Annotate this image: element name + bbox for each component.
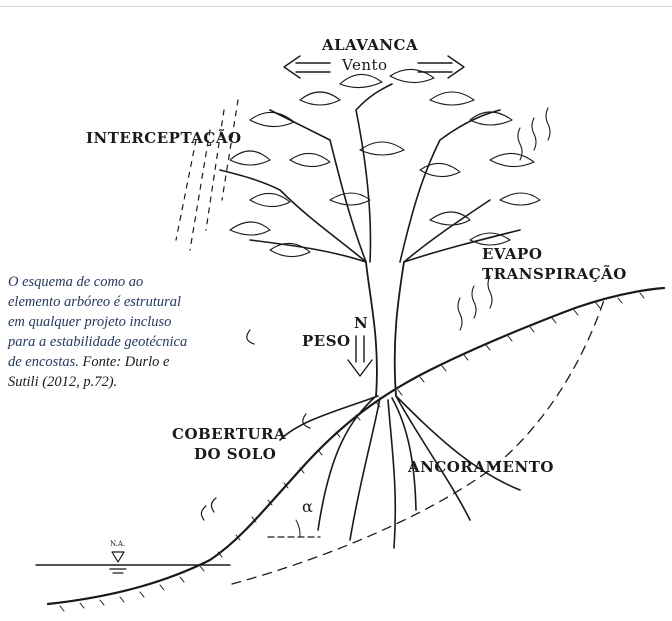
label-evapo: EVAPO — [482, 245, 542, 263]
tree-trunk — [366, 262, 404, 396]
alpha-angle-arc — [296, 520, 300, 537]
label-alavanca: ALAVANCA — [322, 36, 418, 54]
tree-branches — [220, 84, 520, 262]
label-vento: Vento — [342, 56, 388, 74]
water-level-marker — [110, 552, 126, 573]
slip-surface — [232, 300, 604, 584]
label-na: N.A. — [110, 540, 125, 548]
weight-arrow — [348, 336, 372, 376]
wind-arrow-left — [284, 56, 330, 78]
label-cobertura: COBERTURA — [172, 425, 286, 443]
figure-caption: O esquema de como ao elemento arbóreo é … — [8, 272, 198, 392]
evapotranspiration-waves — [458, 108, 550, 330]
tree-foliage — [230, 69, 540, 256]
wind-arrow-right — [418, 56, 464, 78]
label-do-solo: DO SOLO — [194, 445, 276, 463]
label-n: N — [354, 314, 368, 332]
label-ancoramento: ANCORAMENTO — [408, 458, 554, 476]
label-alpha: α — [302, 497, 313, 516]
label-interceptacao: INTERCEPTAÇÃO — [86, 129, 242, 147]
rain-strokes — [176, 100, 238, 250]
label-transpiracao: TRANSPIRAÇÃO — [482, 265, 627, 283]
label-peso: PESO — [302, 332, 351, 350]
